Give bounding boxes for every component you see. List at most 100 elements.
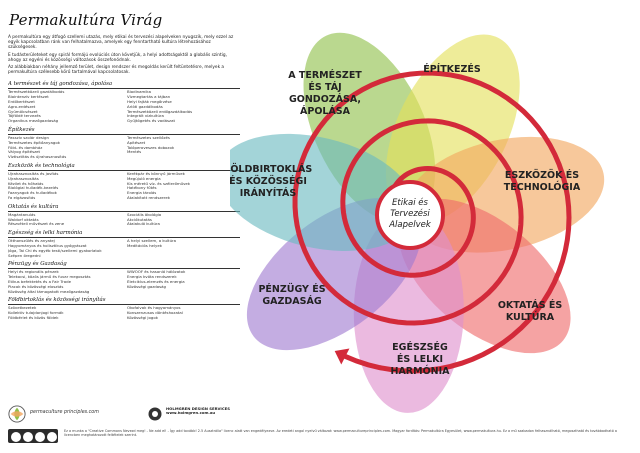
section-item: Piacok és közösségi elosztás (8, 284, 64, 289)
petal-label-line: TECHNOLÓGIA (504, 181, 581, 193)
section-item: Biodinamika (127, 90, 151, 95)
section-item: Szépen öregedni (8, 253, 41, 258)
section-items: Passzív szolár design Természetes szellőz… (8, 136, 240, 160)
petal-label-line: HARMÓNIA (391, 365, 451, 377)
section-item: Kerékpár és könnyű járművek (127, 171, 185, 176)
section-item: Átalakított rendszerek (127, 195, 170, 200)
center-label-line: Tervezési (390, 208, 430, 219)
section-item: Természetes szellőzés (127, 136, 170, 140)
section-item: Organikus mezőgazdaság (8, 119, 59, 124)
petal-label-line: ÉS LELKI (397, 353, 443, 365)
section-item: Megújuló energia (127, 176, 161, 181)
intro-text: A permakultúra egy átfogó szellemi utazá… (8, 35, 240, 75)
section-item: Hatékony fűtés (127, 186, 157, 191)
section-item: WWOOF és hasonló hálózatok (127, 270, 186, 275)
section-item: Természetközeli gazdálkodás (8, 90, 65, 95)
petal-label-building: ÉPÍTKEZÉS (423, 63, 481, 75)
section-title: Egészség és lelki harmónia (8, 230, 240, 239)
section-title: A természet és táj gondozása, ápolása (8, 81, 240, 90)
petal-label-line: ÉS TÁJ (308, 81, 341, 93)
section-title: Oktatás és kultúra (8, 204, 240, 212)
section-item: Mentés (127, 150, 142, 155)
section-title: Pénzügy és Gazdaság (8, 261, 240, 270)
section-item: Gyümölcsészet (8, 109, 38, 114)
intro-paragraph: Az alábbiakban néhány jellemző terület, … (8, 65, 225, 76)
section-item: Konszenzusos döntéshozatal (127, 311, 183, 316)
section-item: Víztisztítás és újrahasznosítás (8, 155, 67, 160)
center-circle (375, 180, 445, 250)
section-item: Kollektív tulajdonjogi formák (8, 311, 64, 316)
section-item: Integrált vízkultúra (127, 114, 164, 119)
section-items: Helyi és regionális pénzek WWOOF és hason… (8, 270, 240, 294)
section-item: Tájföldé tervezés (8, 114, 41, 119)
section-item: Átalakuló kultúra (127, 222, 160, 227)
petal-label-line: ESZKÖZÖK ÉS (505, 169, 579, 181)
petal-label-line: FÖLDBIRTOKLÁS (230, 163, 312, 175)
petal-label-line: EGÉSZSÉG (392, 341, 448, 353)
section-item: Ökofalvak és hagyományos (127, 306, 181, 311)
section-item: Biológiai hulladék-kezelés (8, 186, 59, 191)
section-item: Agro-erdészet (8, 104, 36, 109)
section-title: Eszközök és technológia (8, 163, 240, 171)
section-item: Faanyagok és hulladékok (8, 191, 57, 196)
section-item: Otthonszülés és anyatej (8, 239, 55, 244)
petal-label-line: KULTÚRA (506, 311, 555, 323)
footer-org: HOLMGREN DESIGN SERVICES www.holmgren.co… (166, 406, 230, 416)
section-item: Ápítészet (127, 140, 146, 145)
license-block: Ez a munka a "Creative Commons Nevezd me… (8, 427, 617, 449)
poster-title: Permakultúra Virág (9, 11, 163, 29)
section-item: Arlóti gazdálkodás (127, 104, 163, 109)
petal-label-line: A TERMÉSZET (288, 69, 362, 81)
petal-label-line: PÉNZÜGY ÉS (258, 283, 325, 295)
left-column: Permakultúra Virág A permakultúra egy át… (8, 10, 240, 410)
creative-commons-icon[interactable] (8, 429, 58, 443)
section-item: Közösség által támogatott mezőgazdaság (8, 289, 90, 294)
center-label-line: Etikai és (392, 197, 428, 208)
petal-label-line: IRÁNYÍTÁS (240, 187, 297, 199)
petal-label-line: ÉS KÖZÖSSÉGI (230, 175, 307, 187)
section-item: Közösségi gazdaság (127, 284, 167, 289)
section-item: Vályog építészet (8, 150, 41, 155)
petal-label-line: ÁPOLÁSA (300, 105, 351, 117)
section-item: Kis méretű víz- és szélerőművek (127, 181, 191, 186)
section-item: Meditációs helyek (127, 243, 162, 248)
section-item (127, 254, 240, 259)
footer-url[interactable]: permaculture principles.com (30, 410, 99, 415)
license-text: Ez a munka a "Creative Commons Nevezd me… (64, 429, 617, 438)
section-title: Földbirtoklás és közösségi irányítás (8, 297, 240, 306)
section-item: Földbérlet és közös földek (8, 315, 59, 320)
section-item: Újrahasznosítás (8, 176, 39, 181)
petal-label-line: GONDOZÁSA, (289, 93, 361, 105)
section-item: Jóga, Tai Chi és egyéb testi/szellemi gy… (8, 248, 102, 253)
section-item: Passzív szolár design (8, 136, 49, 140)
section-item: Vízmegtartás a tájban (127, 95, 171, 100)
spiral-path (292, 70, 572, 374)
section-item: Fa elgázosítás (8, 195, 36, 200)
section-item: Biointenzív kertészet (8, 95, 49, 100)
section-item: Helyi és regionális pénzek (8, 270, 59, 275)
section-item (127, 155, 240, 160)
section-item: Akciókutatás (127, 217, 152, 222)
section-item: Waldorf oktatás (8, 217, 39, 222)
petal-label-line: OKTATÁS ÉS (498, 299, 563, 311)
section-item: Kézilet és hőhatás (8, 181, 44, 186)
footer: permaculture principles.com HOLMGREN DES… (8, 405, 240, 423)
petal-label-line: GAZDASÁG (262, 295, 321, 307)
